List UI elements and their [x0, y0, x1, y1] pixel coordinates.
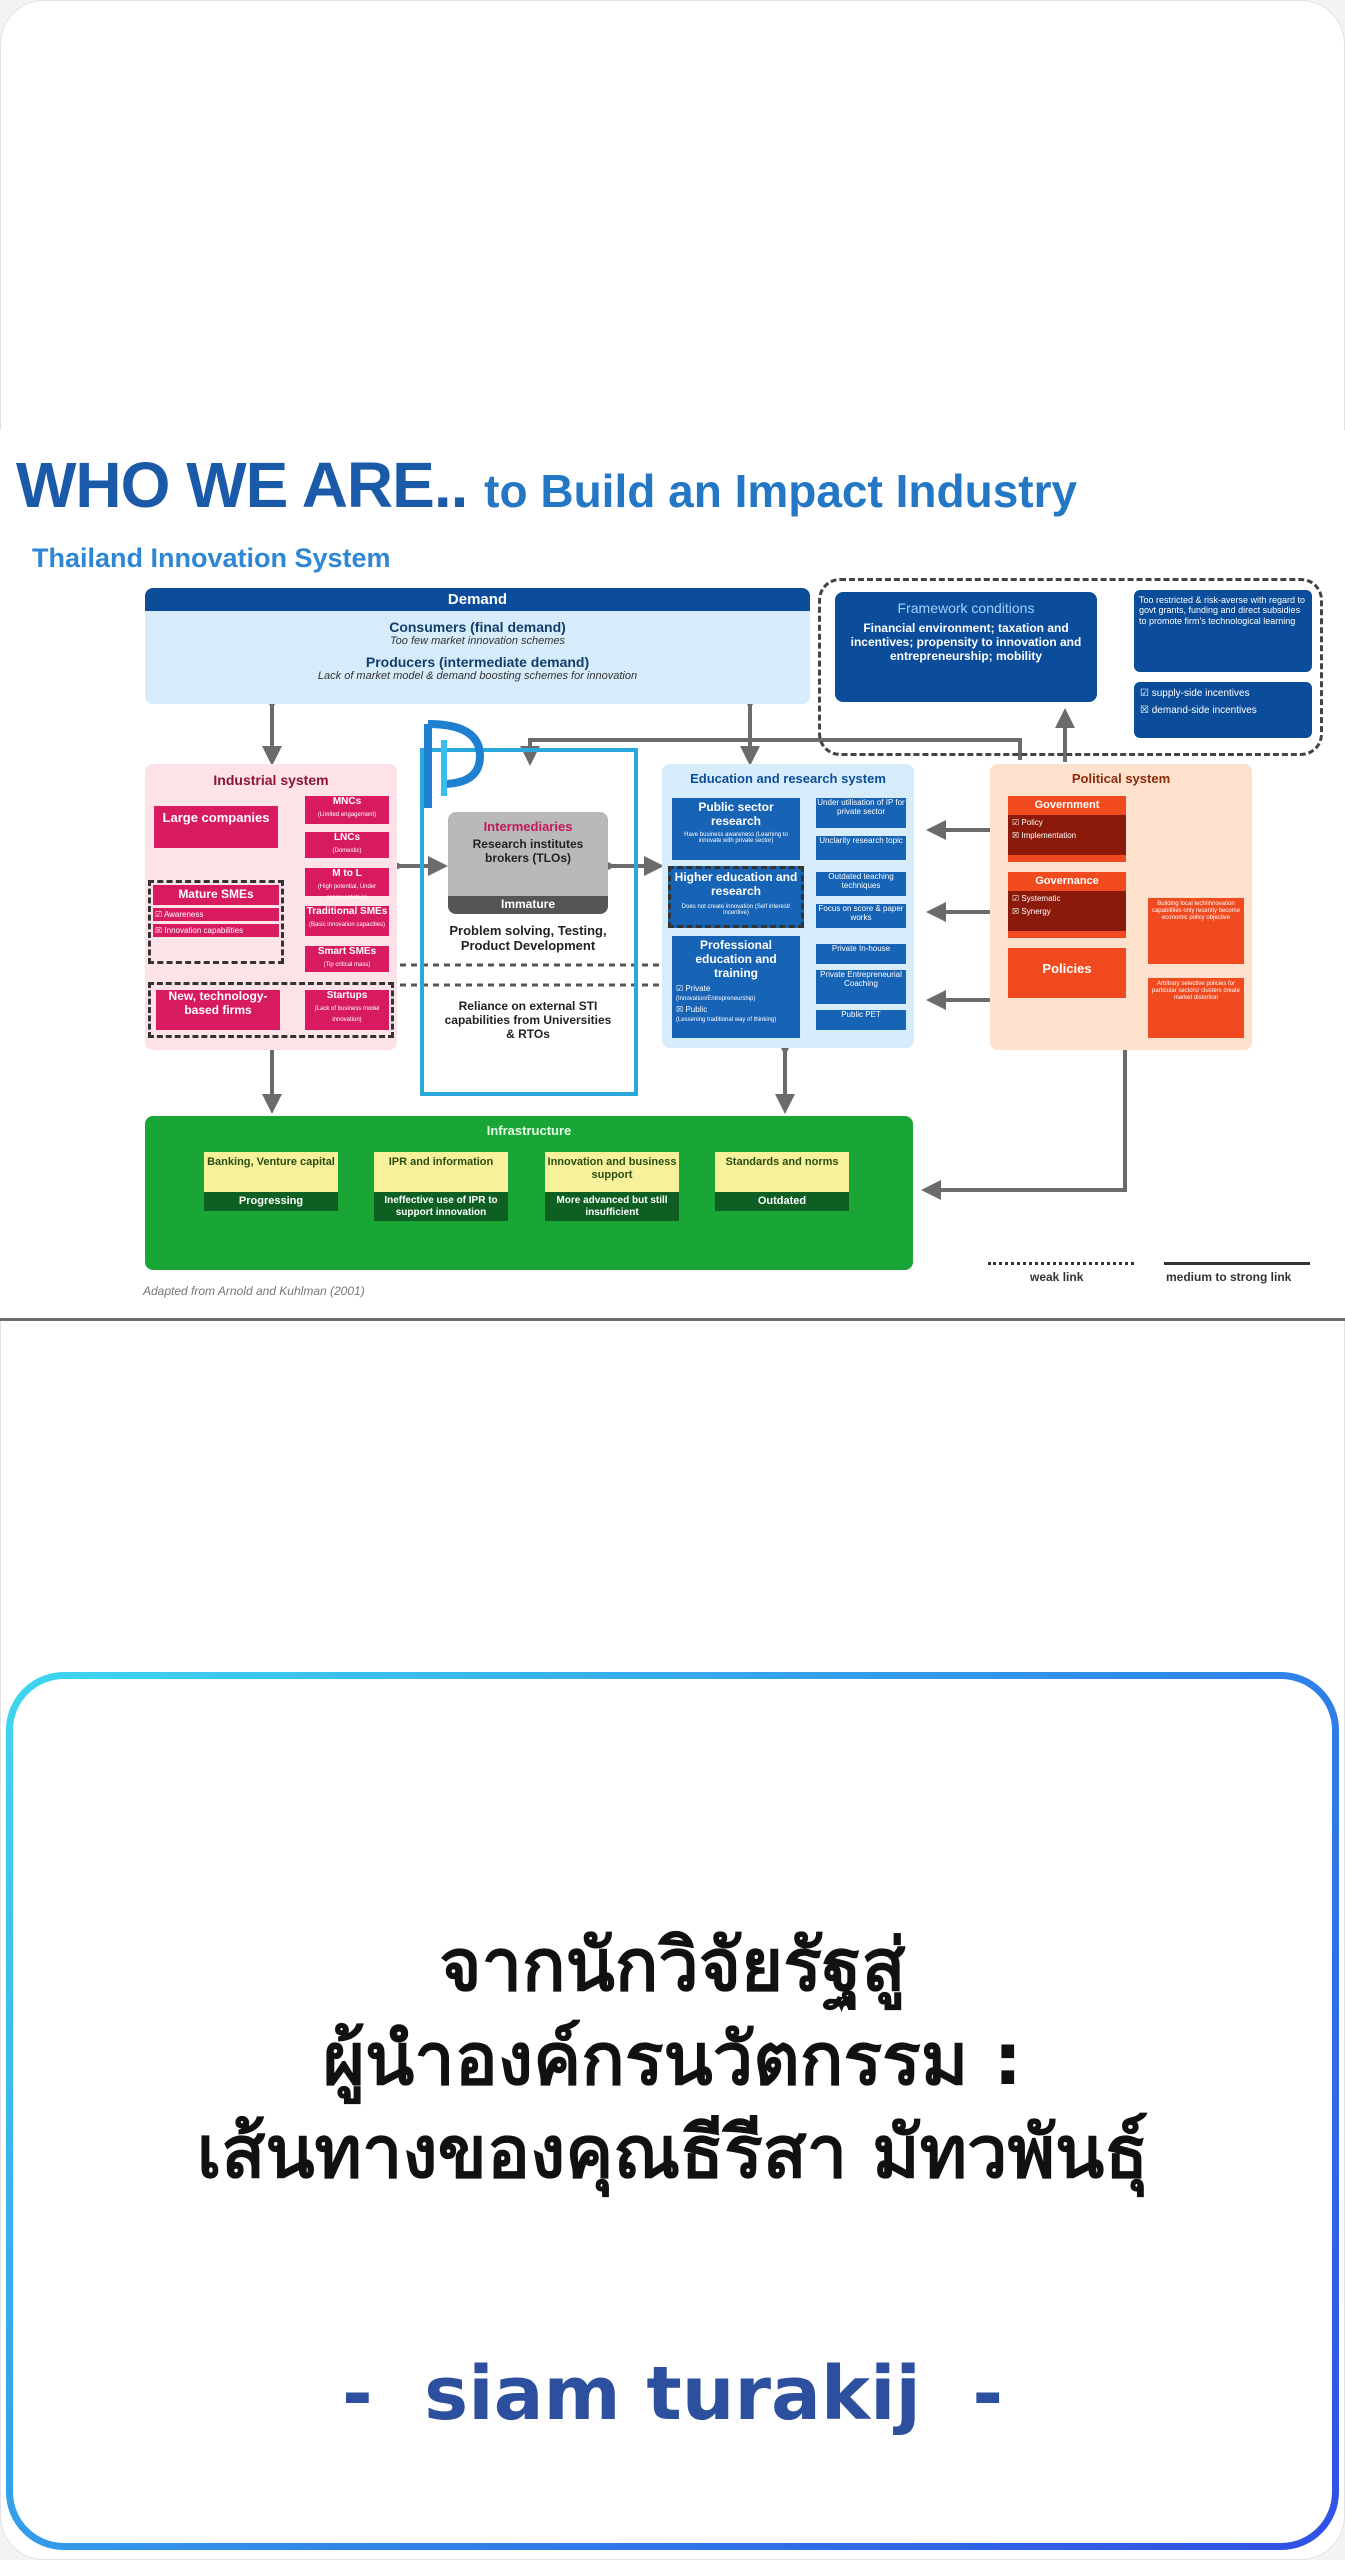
framework-incentives: ☑ supply-side incentives ☒ demand-side i…: [1134, 682, 1312, 738]
supply-incentive: ☑ supply-side incentives: [1140, 688, 1250, 699]
unclarity-research: Unclarity research topic: [816, 836, 906, 860]
outdated-teaching: Outdated teaching techniques: [816, 872, 906, 896]
public-pet: Public PET: [816, 1010, 906, 1030]
public-sector-research: Public sector research Have business awa…: [672, 798, 800, 860]
infra-innovation-support: Innovation and business support More adv…: [545, 1152, 679, 1254]
new-technology-firms: New, technology-based firms: [156, 989, 280, 1030]
building-local: Building local tech/innovation capabilit…: [1148, 898, 1244, 964]
private-in-house: Private In-house: [816, 944, 906, 964]
demand-producers-note: Lack of market model & demand boosting s…: [317, 670, 638, 683]
framework-title: Framework conditions: [897, 600, 1035, 616]
slide-title: WHO WE ARE.. to Build an Impact Industry: [16, 449, 1078, 521]
framework-outline: [818, 578, 1323, 756]
framework-body: Financial environment; taxation and ince…: [850, 621, 1082, 663]
intermediaries-reliance: Reliance on external STI capabilities fr…: [444, 999, 612, 1041]
private-training: ☑ Private(Innovation/Entrepreneurship): [676, 984, 756, 1003]
focus-score: Focus on score & paper works: [816, 904, 906, 928]
arbitrary-policies: Arbitrary selective policies for particu…: [1148, 978, 1244, 1038]
innovation-capabilities: ☒ Innovation capabilities: [153, 923, 279, 937]
demand-producers: Producers (intermediate demand): [365, 653, 590, 670]
systematic: ☑ Systematic: [1012, 893, 1061, 903]
policy: ☑ Policy: [1012, 817, 1043, 827]
m-to-l: M to L(High potential, Under representat…: [305, 868, 389, 901]
demand-consumers-note: Too few market innovation schemes: [389, 635, 566, 648]
intermediaries-status: Immature: [448, 896, 608, 914]
caption-line-1: จากนักวิจัยรัฐสู่: [439, 1923, 906, 2007]
private-entrepreneurial: Private Entrepreneurial Coaching: [816, 970, 906, 1004]
framework-box: Framework conditions Financial environme…: [835, 592, 1097, 702]
intermediaries-frame: [420, 748, 638, 1096]
legend-weak-line: [988, 1262, 1134, 1265]
demand-consumers: Consumers (final demand): [389, 619, 566, 636]
awareness: ☑ Awareness: [153, 907, 279, 921]
demand-incentive: ☒ demand-side incentives: [1140, 705, 1257, 716]
legend-weak-label: weak link: [1030, 1270, 1084, 1284]
policies: Policies: [1008, 948, 1126, 998]
caption-headline: จากนักวิจัยรัฐสู่ ผู้นำองค์กรนวัตกรรม : …: [13, 1919, 1332, 2200]
caption-author: - siam turakij -: [341, 2351, 1004, 2437]
caption-line-3: เส้นทางของคุณธีรีสา มัทวพันธุ์: [196, 2110, 1149, 2195]
arrow-political-infra: [921, 1050, 1127, 1200]
mature-smes: Mature SMEs ☑ Awareness ☒ Innovation cap…: [148, 880, 284, 964]
intermediaries-logo-mark: [424, 720, 485, 808]
political-header: Political system: [1071, 771, 1171, 786]
higher-education: Higher education and research Does not c…: [668, 866, 804, 928]
lncs: LNCs(Domestic): [305, 832, 389, 858]
under-utilisation: Under utilisation of IP for private sect…: [816, 798, 906, 828]
traditional-smes: Traditional SMEs(Basic innovation capaci…: [305, 906, 389, 936]
caption-line-2: ผู้นำองค์กรนวัตกรรม :: [322, 2016, 1023, 2101]
infra-standards: Standards and norms Outdated: [715, 1152, 849, 1218]
slide-subtitle: Thailand Innovation System: [32, 543, 391, 573]
governance: Governance ☑ Systematic ☒ Synergy: [1008, 872, 1126, 938]
slide-title-tail: to Build an Impact Industry: [484, 465, 1078, 517]
infra-ipr: IPR and information Ineffective use of I…: [374, 1152, 508, 1254]
demand-header: Demand: [145, 588, 810, 612]
newtech-outline: [148, 982, 394, 1038]
large-companies: Large companies: [154, 806, 278, 848]
government: Government ☑ Policy ☒ Implementation: [1008, 796, 1126, 862]
intermediaries-logo: [420, 716, 492, 816]
professional-education: Professional education and training ☑ Pr…: [672, 936, 800, 1038]
infra-banking: Banking, Venture capital Progressing: [204, 1152, 338, 1218]
public-training: ☒ Public(Lessening traditional way of th…: [676, 1005, 777, 1024]
intermediaries-problem: Problem solving, Testing, Product Develo…: [449, 923, 607, 953]
synergy: ☒ Synergy: [1012, 906, 1051, 916]
footnote: Adapted from Arnold and Kuhlman (2001): [143, 1284, 365, 1298]
industrial-header: Industrial system: [213, 772, 329, 788]
intermediaries-box: Intermediaries Research institutes broke…: [448, 812, 608, 914]
demand-box: Demand Consumers (final demand) Too few …: [145, 588, 810, 704]
caption-card: จากนักวิจัยรัฐสู่ ผู้นำองค์กรนวัตกรรม : …: [6, 1672, 1339, 2550]
implementation: ☒ Implementation: [1012, 830, 1077, 840]
legend-strong-line: [1164, 1262, 1310, 1265]
framework-note: Too restricted & risk-averse with regard…: [1134, 590, 1312, 672]
startups: Startups(Lack of business model innovati…: [305, 990, 389, 1030]
legend-strong-label: medium to strong link: [1166, 1270, 1292, 1284]
smart-smes: Smart SMEs(Tip critical mass): [305, 946, 389, 972]
infrastructure-header: Infrastructure: [486, 1123, 572, 1138]
mncs: MNCs(Limited engagement): [305, 796, 389, 824]
education-header: Education and research system: [690, 771, 886, 786]
slide-divider: [0, 1318, 1345, 1321]
